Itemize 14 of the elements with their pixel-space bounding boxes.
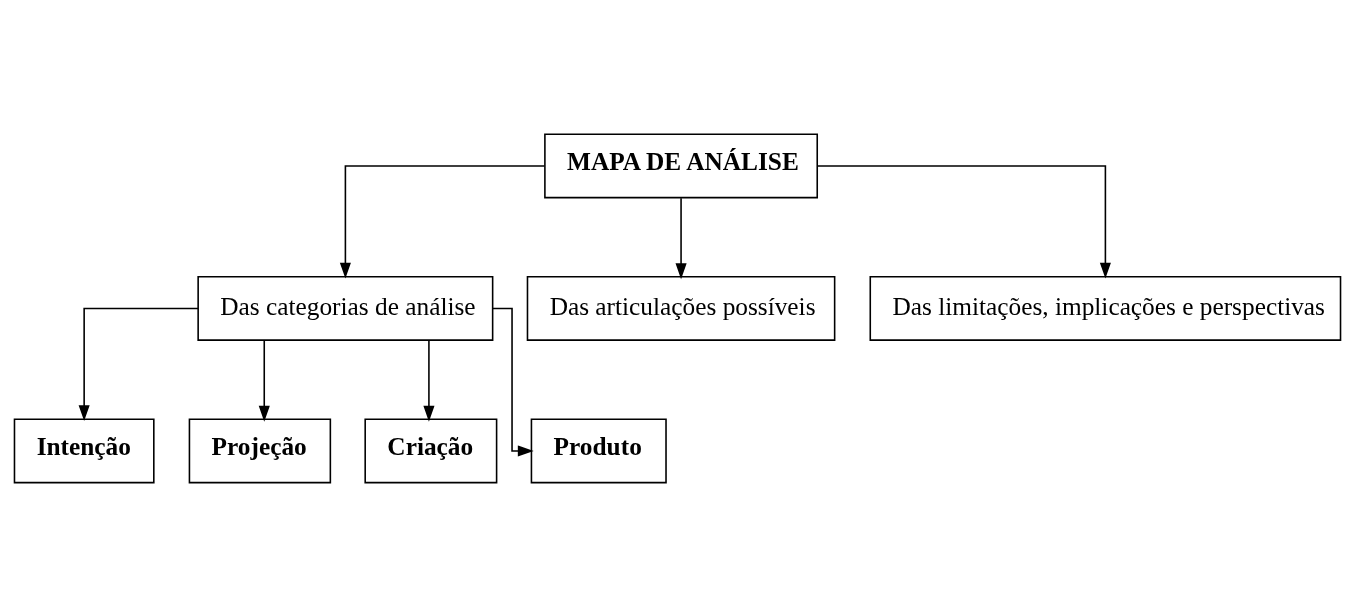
arrow bbox=[423, 339, 435, 422]
arrow bbox=[258, 339, 270, 422]
node-box: Intenção bbox=[13, 418, 155, 483]
node-box: Projeção bbox=[188, 418, 332, 483]
node-box: Das articulações possíveis bbox=[526, 275, 836, 341]
node-box: Das categorias de análise bbox=[197, 275, 494, 341]
node-box: MAPA DE ANÁLISE bbox=[544, 133, 818, 198]
node-box: Criação bbox=[364, 418, 498, 483]
node-box: Produto bbox=[530, 418, 667, 483]
node-box: Das limitações, implicações e perspectivas bbox=[869, 275, 1342, 341]
arrow bbox=[78, 307, 199, 421]
arrow bbox=[339, 164, 546, 279]
arrow bbox=[675, 197, 687, 279]
arrow bbox=[816, 164, 1111, 279]
